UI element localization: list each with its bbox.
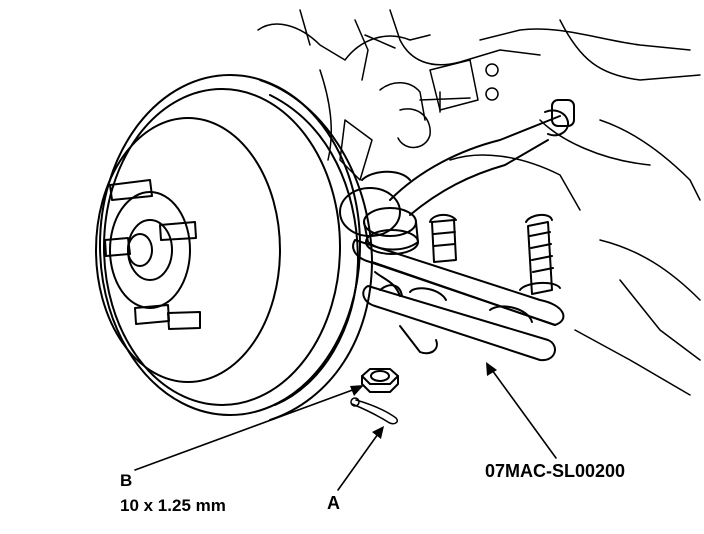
leader-line-b [134, 387, 359, 471]
callout-a-label: A [327, 493, 340, 513]
wheel-stud [104, 237, 131, 257]
wheel-stud [159, 221, 197, 241]
leader-line-a [337, 433, 379, 491]
castle-nut [361, 368, 399, 393]
cotter-pin [350, 397, 399, 425]
leader-line-tool [491, 369, 557, 459]
wheel-hub [104, 179, 201, 330]
callout-b-thread-spec: 10 x 1.25 mm [120, 496, 226, 515]
tool-part-number: 07MAC-SL00200 [485, 461, 626, 481]
leader-lines [134, 362, 557, 491]
wheel-stud [167, 311, 201, 330]
brake-rotor [95, 74, 373, 421]
arrow-head-a [372, 426, 384, 439]
ball-joint-separator-tool [352, 207, 565, 362]
wheel-stud [109, 179, 153, 201]
arrow-head-tool [486, 362, 497, 376]
arrow-head-b [350, 385, 364, 396]
chassis-background [257, 9, 701, 396]
callout-b-label: B [120, 471, 133, 490]
